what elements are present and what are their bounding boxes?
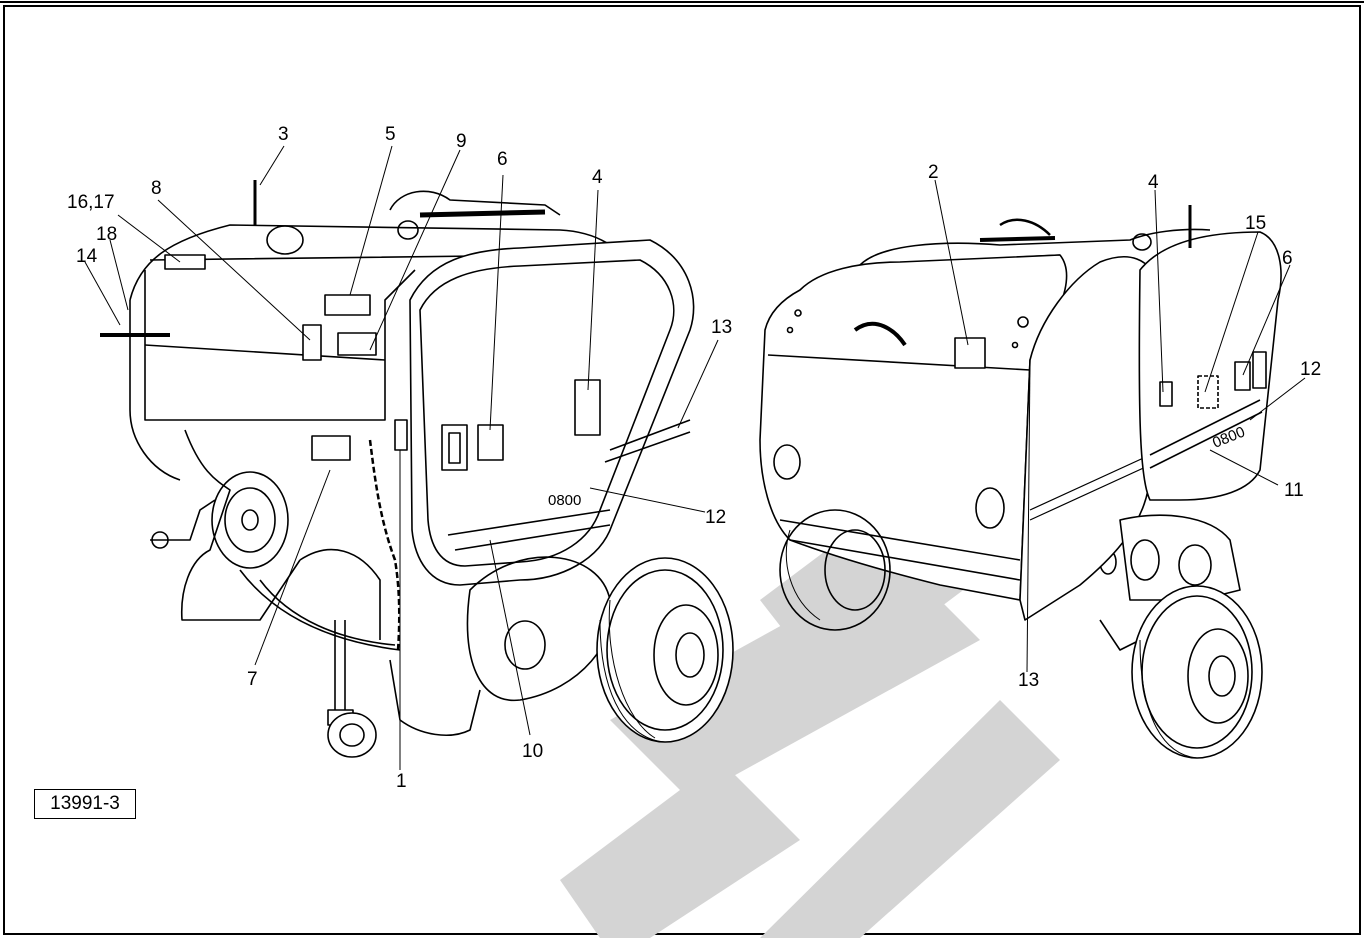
left-leader-lines — [84, 145, 719, 770]
left-counter-text: 0800 — [548, 492, 581, 509]
callout-right-13: 13 — [1018, 670, 1039, 691]
callout-left-10: 10 — [522, 741, 543, 762]
callout-left-16-17: 16,17 — [67, 192, 115, 213]
callout-right-12: 12 — [1300, 359, 1321, 380]
figure-id-label: 13991-3 — [34, 789, 136, 819]
callout-left-3: 3 — [278, 124, 289, 145]
callout-right-6: 6 — [1282, 248, 1293, 269]
callout-left-5: 5 — [385, 124, 396, 145]
callout-right-2: 2 — [928, 162, 939, 183]
callout-right-11: 11 — [1284, 480, 1304, 501]
callout-left-18: 18 — [96, 224, 117, 245]
callout-left-1: 1 — [396, 771, 407, 792]
callout-left-14: 14 — [76, 246, 98, 267]
right-leader-lines — [934, 179, 1306, 673]
callout-left-4: 4 — [592, 167, 603, 188]
callout-left-6: 6 — [497, 149, 508, 170]
callout-left-13: 13 — [711, 317, 732, 338]
callout-right-4: 4 — [1148, 172, 1159, 193]
right-baler-drawing — [759, 205, 1282, 759]
callout-left-8: 8 — [151, 178, 162, 199]
callout-left-7: 7 — [247, 669, 258, 690]
callout-right-15: 15 — [1245, 213, 1266, 234]
left-baler-drawing — [100, 180, 734, 758]
callout-left-9: 9 — [456, 131, 467, 152]
callout-left-12: 12 — [705, 507, 726, 528]
